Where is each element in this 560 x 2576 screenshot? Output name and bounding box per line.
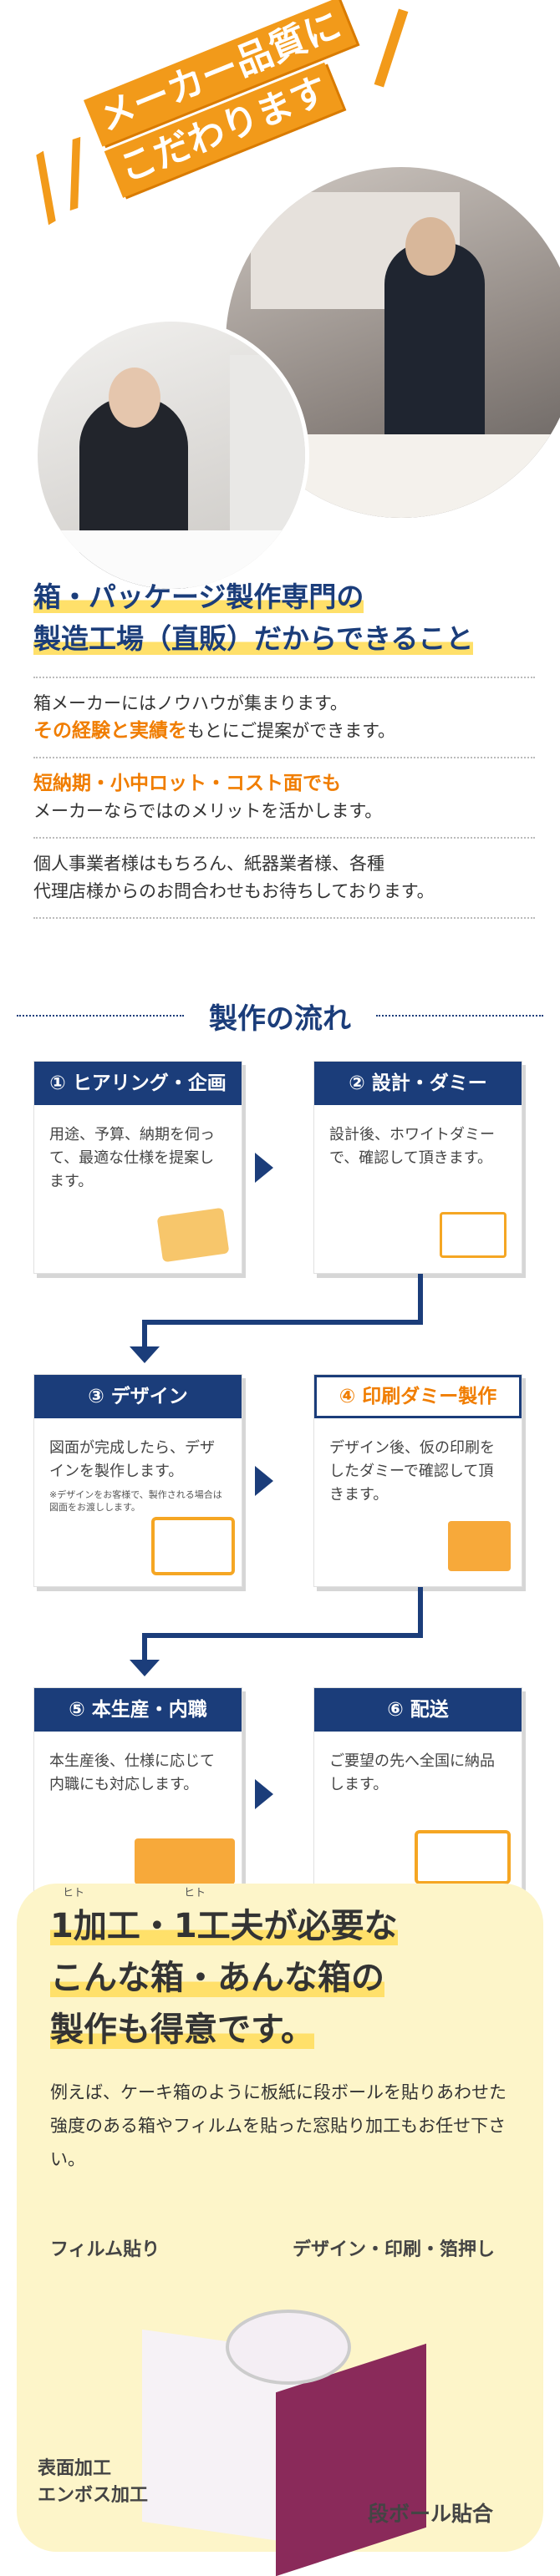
- arrow-right-icon: [255, 1779, 273, 1809]
- label-surface: 表面加工 エンボス加工: [38, 2458, 149, 2506]
- intro-paragraph-2: 短納期・小中ロット・コスト面でも メーカーならではのメリットを活かします。: [33, 773, 383, 821]
- hero-section: メーカー品質に こだわります: [0, 0, 560, 593]
- meeting-photo-small: [33, 317, 309, 593]
- window-film-icon: [226, 2310, 351, 2385]
- label-design: デザイン・印刷・箔押し: [293, 2239, 496, 2260]
- monitor-design-icon: [151, 1517, 235, 1575]
- delivery-truck-icon: [415, 1830, 511, 1884]
- accent-slash-icon: [374, 8, 409, 88]
- flow-connector: [142, 1633, 147, 1666]
- hero-headline: メーカー品質に こだわります: [84, 0, 379, 202]
- accent-slash-icon: [69, 136, 81, 211]
- divider: [17, 1015, 184, 1017]
- arrow-right-icon: [255, 1466, 273, 1496]
- production-boxes-icon: [135, 1838, 235, 1884]
- capability-description: 例えば、ケーキ箱のように板紙に段ボールを貼りあわせた強度のある箱やフィルムを貼っ…: [50, 2082, 507, 2169]
- flow-step-3: ③ デザイン 図面が完成したら、デザインを製作します。 ※デザインをお客様で、製…: [33, 1374, 242, 1587]
- flow-connector: [418, 1274, 423, 1324]
- flow-step-6: ⑥ 配送 ご要望の先へ全国に納品します。: [313, 1687, 522, 1900]
- divider: [376, 1015, 543, 1017]
- white-dummy-box-icon: [440, 1212, 507, 1258]
- person-figure: [384, 242, 485, 459]
- cake-box-image: [142, 2310, 426, 2576]
- flow-step-4: ④ 印刷ダミー製作 デザイン後、仮の印刷をしたダミーで確認して頂きます。: [313, 1374, 522, 1587]
- flow-connector: [142, 1633, 423, 1638]
- flow-step-5: ⑤ 本生産・内職 本生産後、仕様に応じて内職にも対応します。: [33, 1687, 242, 1900]
- arrow-down-icon: [130, 1660, 160, 1676]
- printed-dummy-box-icon: [448, 1521, 511, 1571]
- label-cardboard: 段ボール貼合: [368, 2502, 494, 2526]
- ruby-annotation: ヒト: [184, 1887, 206, 1899]
- intro-paragraph-3: 個人事業者様はもちろん、紙器業者様、各種 代理店様からのお問合わせもお待ちしてお…: [33, 854, 435, 901]
- intro-title: 箱・パッケージ製作専門の 製造工場（直販）だからできること: [33, 581, 474, 655]
- intro-section: 箱・パッケージ製作専門の 製造工場（直販）だからできること 箱メーカーにはノウハ…: [33, 576, 535, 919]
- arrow-down-icon: [130, 1346, 160, 1363]
- flow-connector: [142, 1320, 423, 1325]
- arrow-right-icon: [255, 1153, 273, 1183]
- capability-section: ヒト ヒト 1加工・1工夫が必要な こんな箱・あんな箱の 製作も得意です。 例え…: [17, 1884, 543, 2576]
- flow-step-1: ① ヒアリング・企画 用途、予算、納期を伺って、最適な仕様を提案します。: [33, 1061, 242, 1274]
- flow-title: 製作の流れ: [209, 1002, 351, 1036]
- accent-slash-icon: [36, 150, 56, 226]
- flow-connector: [418, 1587, 423, 1637]
- intro-paragraph-1: 箱メーカーにはノウハウが集まります。 その経験と実績をもとにご提案ができます。: [33, 693, 396, 742]
- capability-headline: 1加工・1工夫が必要な こんな箱・あんな箱の 製作も得意です。: [50, 1907, 398, 2049]
- hands-writing-icon: [156, 1207, 230, 1263]
- flow-connector: [142, 1320, 147, 1353]
- label-film: フィルム貼り: [50, 2239, 160, 2260]
- flow-step-2: ② 設計・ダミー 設計後、ホワイトダミーで、確認して頂きます。: [313, 1061, 522, 1274]
- ruby-annotation: ヒト: [63, 1887, 85, 1899]
